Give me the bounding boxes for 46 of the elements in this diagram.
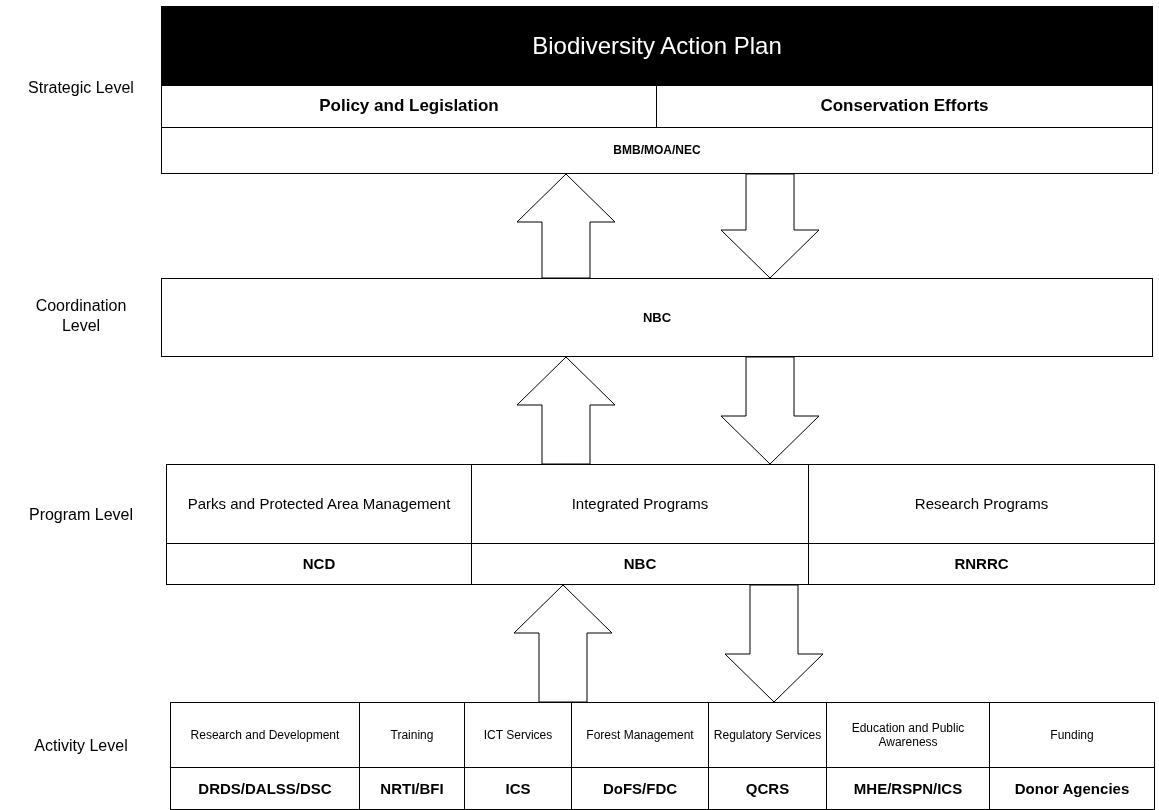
table-cell <box>166 464 472 544</box>
table-cell <box>170 702 360 768</box>
cell-label: Parks and Protected Area Management <box>186 495 452 513</box>
cell-label: NRTI/BFI <box>379 779 445 798</box>
cell-label: ICT Services <box>482 727 554 743</box>
cell-label: Biodiversity Action Plan <box>531 31 783 61</box>
table-cell <box>161 127 1153 174</box>
block-arrow <box>516 173 616 279</box>
cell-label: NCD <box>301 555 337 573</box>
level-label: Program Level <box>27 505 134 525</box>
table-cell <box>166 543 472 585</box>
cell-label: ICS <box>504 779 532 798</box>
cell-label: RNRRC <box>953 555 1010 573</box>
cell-label: NBC <box>641 309 673 326</box>
block-arrow <box>720 356 820 465</box>
cell-label: Forest Management <box>585 727 695 743</box>
cell-label: Integrated Programs <box>570 495 710 513</box>
cell-label: Regulatory Services <box>712 727 823 743</box>
cell-label: MHE/RSPN/ICS <box>852 779 964 798</box>
level-label: Activity Level <box>33 736 129 756</box>
cell-label: QCRS <box>744 779 791 798</box>
cell-label: BMB/MOA/NEC <box>612 143 702 158</box>
cell-label: Research Programs <box>913 495 1050 513</box>
cell-label: DoFS/FDC <box>601 779 679 798</box>
cell-label: Research and Development <box>189 727 341 743</box>
table-cell <box>989 767 1155 810</box>
table-cell <box>170 767 360 810</box>
cell-label: Training <box>389 727 435 743</box>
block-arrow <box>516 356 616 465</box>
cell-label: Donor Agencies <box>1013 779 1131 798</box>
cell-label: Conservation Efforts <box>819 96 990 117</box>
cell-label: NBC <box>622 555 658 573</box>
cell-label: DRDS/DALSS/DSC <box>197 779 333 798</box>
block-arrow <box>720 173 820 279</box>
table-cell <box>808 543 1155 585</box>
cell-label: Policy and Legislation <box>318 96 500 117</box>
cell-label: Education and Public Awareness <box>850 720 966 750</box>
cell-label: Funding <box>1049 727 1095 743</box>
table-cell <box>989 702 1155 768</box>
block-arrow <box>513 584 613 703</box>
level-label: Strategic Level <box>27 78 135 98</box>
block-arrow <box>724 584 824 703</box>
table-cell <box>161 6 1153 86</box>
table-cell <box>161 278 1153 357</box>
table-cell <box>808 464 1155 544</box>
level-label: Coordination Level <box>34 296 128 336</box>
